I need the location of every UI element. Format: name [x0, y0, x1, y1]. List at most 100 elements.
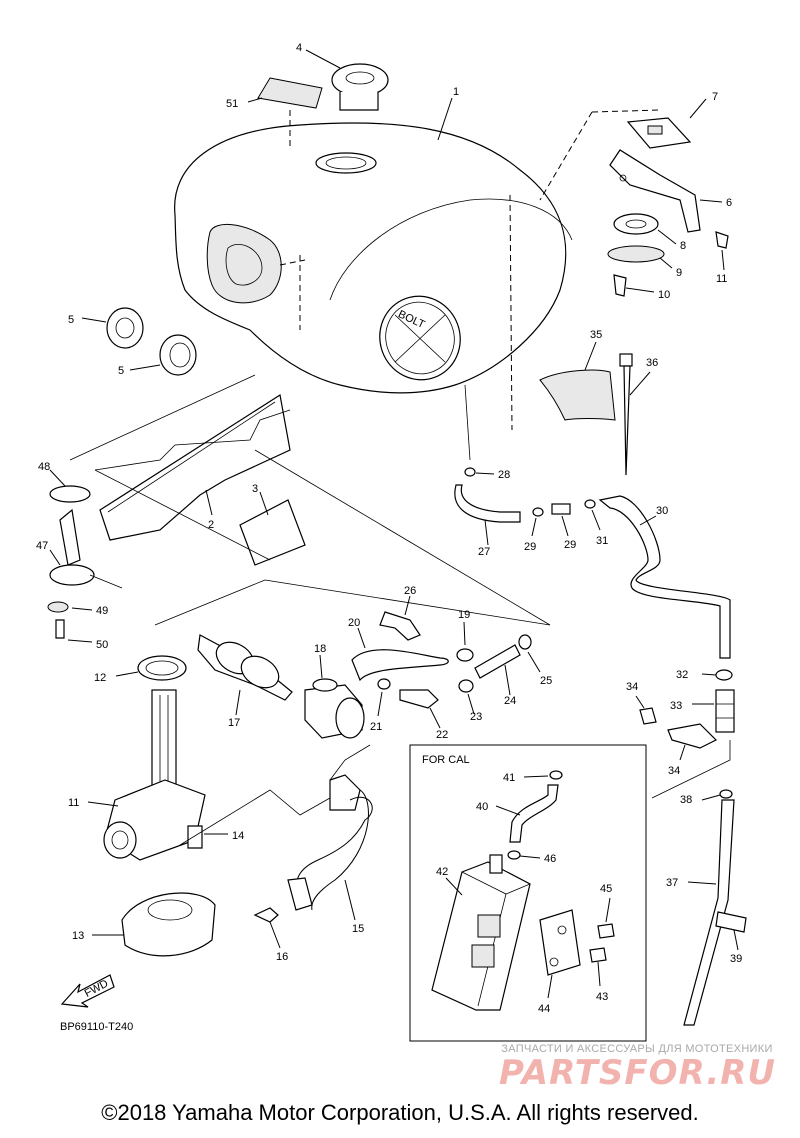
callout-31: 30 — [656, 505, 668, 517]
clip-33 — [715, 669, 733, 681]
callout-24: 23 — [470, 711, 482, 723]
callout-45: 43 — [596, 991, 608, 1003]
callout-46: 44 — [538, 1003, 550, 1015]
fuel-tank: BOLT — [174, 122, 573, 431]
callout-15: 14 — [232, 830, 244, 842]
callout-35: 34 — [668, 765, 680, 777]
callout-29b: 29 — [524, 541, 536, 553]
caution-label — [257, 77, 323, 109]
vent-hose-28 — [454, 484, 521, 523]
fuel-cap — [331, 63, 389, 111]
callout-30: 29 — [564, 539, 576, 551]
fuel-hose-21 — [351, 649, 449, 682]
callout-37: 35 — [590, 329, 602, 341]
callout-41: 39 — [730, 953, 742, 965]
callout-48: 46 — [544, 853, 556, 865]
joint-30 — [551, 503, 571, 515]
valve-bracket — [667, 723, 718, 749]
side-cover-cap — [106, 307, 144, 349]
bolt-45 — [589, 947, 607, 963]
vent-hose-31 — [598, 495, 731, 659]
clip-24 — [458, 679, 474, 693]
hose-clamp-41 — [715, 911, 747, 933]
watermark-logo: PARTSFOR.RU — [498, 1053, 777, 1093]
fuel-filter — [197, 634, 293, 701]
callout-32: 31 — [596, 535, 608, 547]
callout-1: 1 — [453, 86, 459, 98]
callout-25: 24 — [504, 695, 516, 707]
fuel-cock — [103, 689, 206, 861]
gasket — [137, 655, 187, 681]
protector-pad — [539, 369, 616, 421]
callout-49: 47 — [36, 540, 48, 552]
callout-7: 7 — [712, 91, 718, 103]
cable-tie — [619, 353, 633, 476]
fwd-label: FWD — [83, 978, 111, 1000]
rollover-valve — [715, 689, 735, 733]
inset-label: FOR CAL — [422, 754, 470, 766]
callout-44: 42 — [436, 866, 448, 878]
fuel-cock-cover — [121, 892, 216, 957]
clip-29 — [464, 467, 476, 477]
callout-28: 27 — [478, 546, 490, 558]
callout-5b: 5 — [118, 365, 124, 377]
callout-13: 12 — [94, 672, 106, 684]
callout-9: 9 — [676, 267, 682, 279]
side-cover — [99, 394, 291, 541]
clip-40 — [719, 789, 733, 799]
callout-10: 10 — [658, 289, 670, 301]
callout-38: 36 — [646, 357, 658, 369]
callout-52: 50 — [96, 639, 108, 651]
fuel-hose-16 — [287, 774, 373, 911]
hose-25 — [474, 634, 532, 679]
for-cal-inset: FOR CAL 41 40 46 42 44 45 — [409, 744, 647, 1042]
tank-badge: BOLT — [379, 295, 461, 381]
callout-18: 17 — [228, 717, 240, 729]
diagram-code: BP69110-T240 — [60, 1021, 133, 1033]
clip-48 — [507, 850, 521, 860]
callout-21: 20 — [348, 617, 360, 629]
callout-50: 48 — [38, 461, 50, 473]
clip-43 — [549, 770, 563, 780]
callout-4: 4 — [296, 42, 302, 54]
drain-hose-39 — [683, 799, 735, 1026]
callout-47: 45 — [600, 883, 612, 895]
callout-36: 34 — [626, 681, 638, 693]
fwd-arrow-icon: FWD — [60, 974, 115, 1008]
callout-17: 16 — [276, 951, 288, 963]
canister — [431, 854, 531, 1011]
canister-bracket — [539, 909, 581, 976]
bolt-36 — [639, 707, 657, 725]
side-cover-cap — [159, 334, 197, 376]
plate — [239, 499, 306, 566]
callout-43: 41 — [503, 772, 515, 784]
hose-clamp-27 — [379, 611, 421, 641]
callout-19: 18 — [314, 643, 326, 655]
callout-39: 37 — [666, 877, 678, 889]
callout-34: 33 — [670, 700, 682, 712]
callout-14: 13 — [72, 930, 84, 942]
clip-32 — [584, 499, 596, 509]
callout-33: 32 — [676, 669, 688, 681]
callout-16: 15 — [352, 923, 364, 935]
callout-20: 19 — [458, 609, 470, 621]
callout-6: 6 — [726, 197, 732, 209]
callout-11: 11 — [716, 273, 727, 285]
callout-29a: 28 — [498, 469, 510, 481]
clip-20 — [456, 648, 474, 662]
fuel-pump — [304, 678, 365, 739]
tank-bracket — [607, 117, 729, 297]
callout-5a: 5 — [68, 314, 74, 326]
joint-23 — [399, 689, 439, 709]
bolt-47 — [597, 923, 615, 939]
callout-23: 22 — [436, 729, 448, 741]
callout-26: 25 — [540, 675, 552, 687]
watermark-subtitle: ЗАПЧАСТИ И АКСЕССУАРЫ ДЛЯ МОТОТЕХНИКИ — [501, 1043, 773, 1055]
callout-8: 8 — [680, 240, 686, 252]
fuel-sender — [47, 485, 123, 639]
hose-42 — [509, 784, 559, 843]
callout-2: 2 — [208, 519, 214, 531]
callout-12: 11 — [68, 797, 79, 809]
